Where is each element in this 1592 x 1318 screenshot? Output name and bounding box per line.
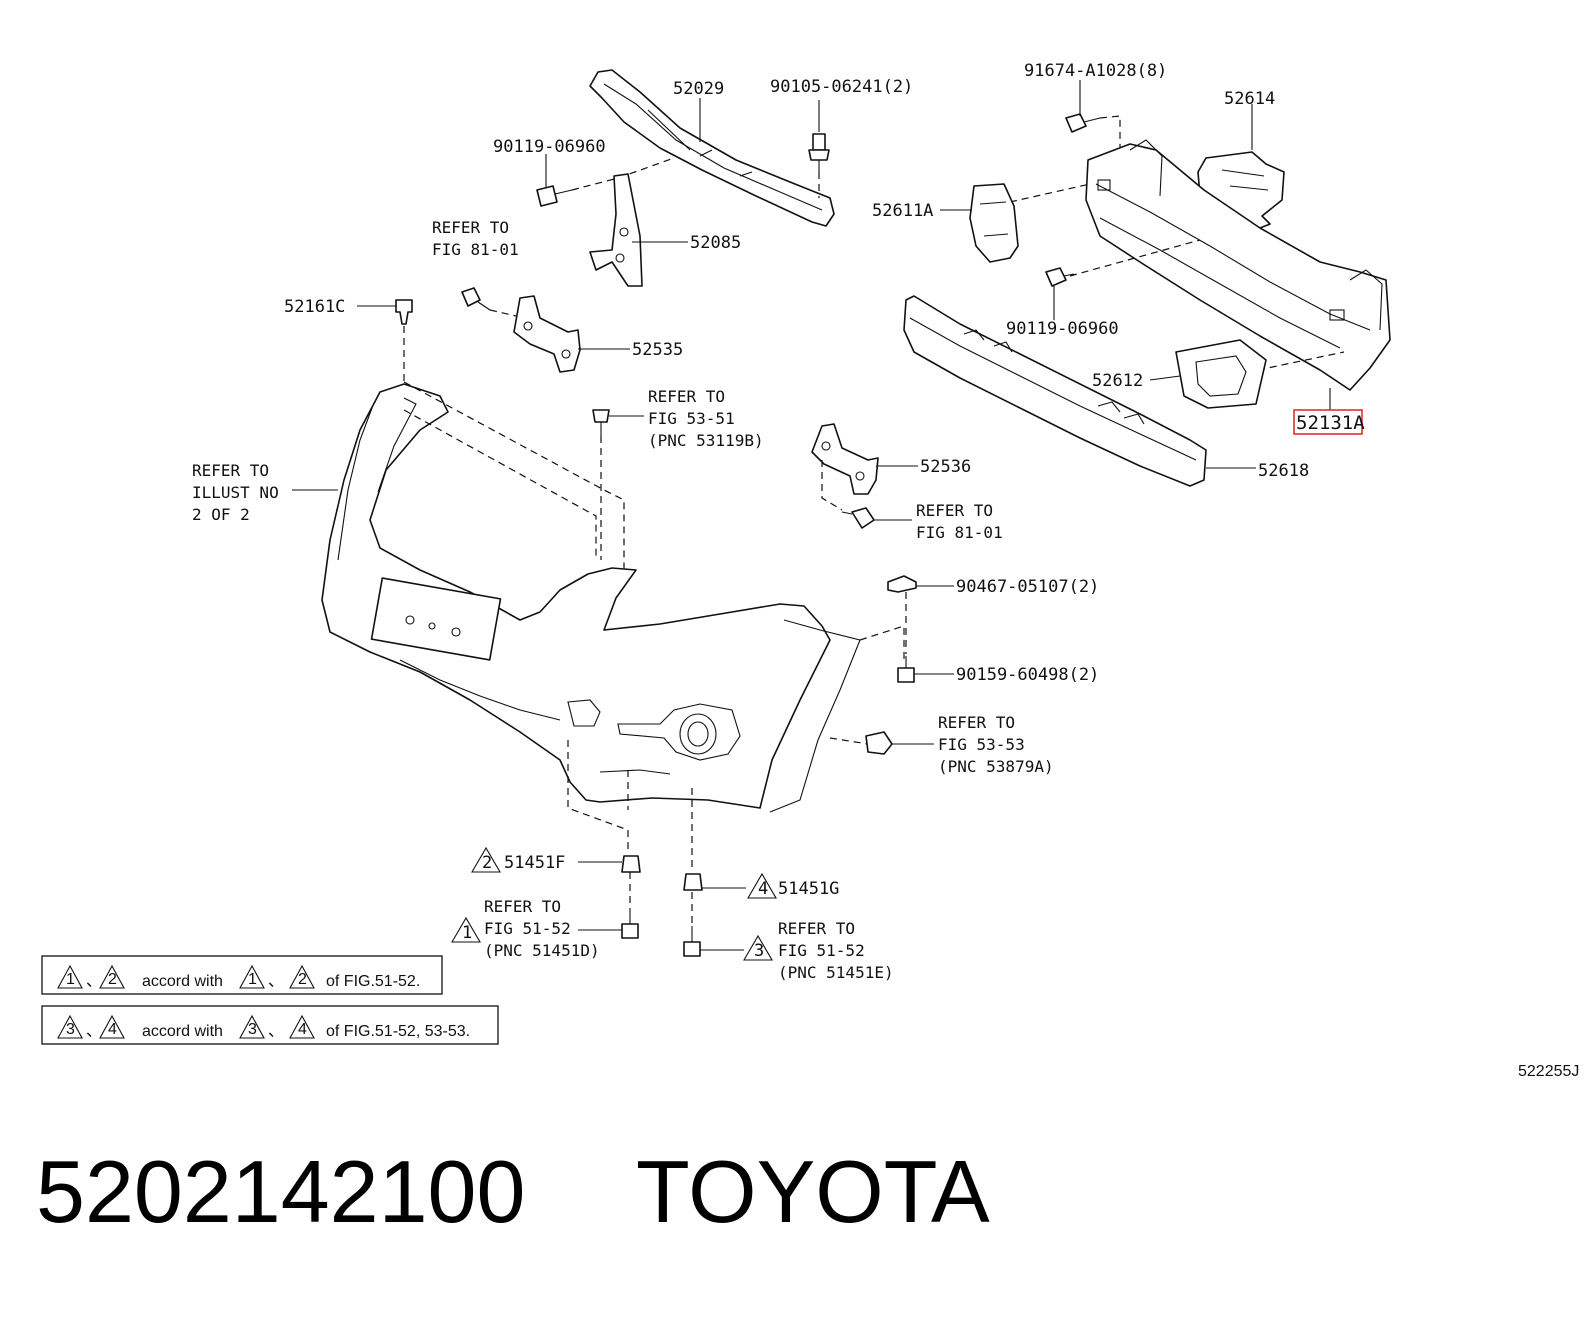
note-2-b: 4: [108, 1021, 117, 1038]
ref-fig5152-e-line1: REFER TO: [778, 919, 855, 938]
part-52029-upper-support[interactable]: [589, 69, 835, 227]
callout-52614: 52614: [1224, 89, 1275, 109]
part-52085-bracket[interactable]: [589, 173, 643, 287]
clip-90467-icon[interactable]: [887, 575, 917, 593]
callout-90119-right: 90119-06960: [1006, 319, 1119, 339]
part-52611A-block[interactable]: [969, 183, 1019, 263]
note-1-d: 2: [298, 971, 307, 988]
note-2-d: 4: [298, 1021, 307, 1038]
screw-fig5152-e-icon[interactable]: [683, 926, 701, 957]
clip-52161C-icon[interactable]: [395, 299, 413, 325]
callout-52535: 52535: [632, 340, 683, 360]
ref-fig5353-line1: REFER TO: [938, 713, 1015, 732]
callout-90119-top: 90119-06960: [493, 137, 606, 157]
part-52131A-reinforcement[interactable]: [1085, 139, 1391, 391]
callout-52536: 52536: [920, 457, 971, 477]
callout-52085: 52085: [690, 233, 741, 253]
note-2-tail: of FIG.51-52, 53-53.: [326, 1023, 470, 1040]
callout-90467: 90467-05107(2): [956, 577, 1099, 597]
ref-fig5152-d-line3: (PNC 51451D): [484, 941, 600, 960]
ref-fig5351-line1: REFER TO: [648, 387, 725, 406]
ref-fig5353-line3: (PNC 53879A): [938, 757, 1054, 776]
ref-fig5353-line2: FIG 53-53: [938, 735, 1025, 754]
ref-fig5351-line2: FIG 53-51: [648, 409, 735, 428]
triangle-mark-1-label: 1: [462, 923, 472, 943]
callout-91674: 91674-A1028(8): [1024, 61, 1167, 81]
part-52618-absorber[interactable]: [903, 295, 1207, 487]
note-1-sep1: 、: [86, 973, 102, 990]
callout-52612: 52612: [1092, 371, 1143, 391]
screw-fig5351-icon[interactable]: [592, 409, 610, 436]
callout-51451G: 51451G: [778, 879, 839, 899]
note-2-sep2: 、: [268, 1023, 284, 1040]
note-2-a: 3: [66, 1021, 75, 1038]
ref-fig8101-b-line2: FIG 81-01: [916, 523, 1003, 542]
bolt-90119-top-icon[interactable]: [536, 185, 573, 207]
ref-fig5152-e-line2: FIG 51-52: [778, 941, 865, 960]
clip-fig5353-icon[interactable]: [865, 731, 934, 755]
callout-52161C: 52161C: [284, 297, 345, 317]
triangle-mark-3: [743, 934, 773, 961]
triangle-mark-2-label: 2: [482, 853, 492, 873]
part-front-bumper-cover[interactable]: [321, 383, 861, 813]
clip-51451F-icon[interactable]: [621, 855, 641, 873]
callout-51451F: 51451F: [504, 853, 565, 873]
triangle-mark-4: [747, 872, 777, 899]
part-52612-bracket[interactable]: [1175, 339, 1267, 409]
note-1-mid: accord with: [142, 973, 223, 990]
screw-fig5152-d-icon[interactable]: [621, 908, 639, 939]
bolt-91674-icon[interactable]: [1065, 113, 1101, 133]
footer-part-number: 5202142100: [36, 1142, 525, 1241]
ref-illust-line2: ILLUST NO: [192, 483, 279, 502]
note-2-c: 3: [248, 1021, 257, 1038]
note-2-mid: accord with: [142, 1023, 223, 1040]
part-52536-bracket[interactable]: [811, 423, 879, 495]
diagram-code: 522255J: [1518, 1063, 1579, 1080]
callout-52611A: 52611A: [872, 201, 933, 221]
ref-illust-line3: 2 OF 2: [192, 505, 250, 524]
highlight-52131A: [1293, 409, 1363, 435]
note-1-tail: of FIG.51-52.: [326, 973, 420, 990]
triangle-mark-4-label: 4: [758, 879, 768, 899]
triangle-mark-2: [471, 846, 501, 873]
note-1-a: 1: [66, 971, 75, 988]
screw-90159-icon[interactable]: [897, 656, 915, 683]
clip-51451G-icon[interactable]: [683, 873, 703, 891]
bolt-90119-right-icon[interactable]: [1045, 267, 1075, 287]
callout-52131A[interactable]: 52131A: [1296, 412, 1365, 434]
note-box-1: 1 、 2 accord with 1 、 2 of FIG.51-52.: [41, 955, 443, 995]
note-box-2: 3 、 4 accord with 3 、 4 of FIG.51-52, 53…: [41, 1005, 499, 1045]
callout-52618: 52618: [1258, 461, 1309, 481]
note-1-sep2: 、: [268, 973, 284, 990]
triangle-mark-1: [451, 916, 481, 943]
callout-90159: 90159-60498(2): [956, 665, 1099, 685]
note-1-c: 1: [248, 971, 257, 988]
callout-52029: 52029: [673, 79, 724, 99]
bolt-fig8101-a-icon[interactable]: [461, 287, 491, 311]
bolt-90105-icon[interactable]: [808, 133, 830, 172]
ref-fig8101-b-line1: REFER TO: [916, 501, 993, 520]
part-52535-bracket[interactable]: [513, 295, 581, 373]
ref-illust-line1: REFER TO: [192, 461, 269, 480]
triangle-mark-3-label: 3: [754, 941, 764, 961]
bolt-fig8101-b-icon[interactable]: [841, 507, 875, 529]
ref-fig5152-e-line3: (PNC 51451E): [778, 963, 894, 982]
callout-90105: 90105-06241(2): [770, 77, 913, 97]
note-1-b: 2: [108, 971, 117, 988]
ref-fig5351-line3: (PNC 53119B): [648, 431, 764, 450]
note-2-sep1: 、: [86, 1023, 102, 1040]
ref-fig5152-d-line1: REFER TO: [484, 897, 561, 916]
ref-fig8101-a-line2: FIG 81-01: [432, 240, 519, 259]
ref-fig5152-d-line2: FIG 51-52: [484, 919, 571, 938]
footer-brand: TOYOTA: [636, 1142, 990, 1241]
ref-fig8101-a-line1: REFER TO: [432, 218, 509, 237]
